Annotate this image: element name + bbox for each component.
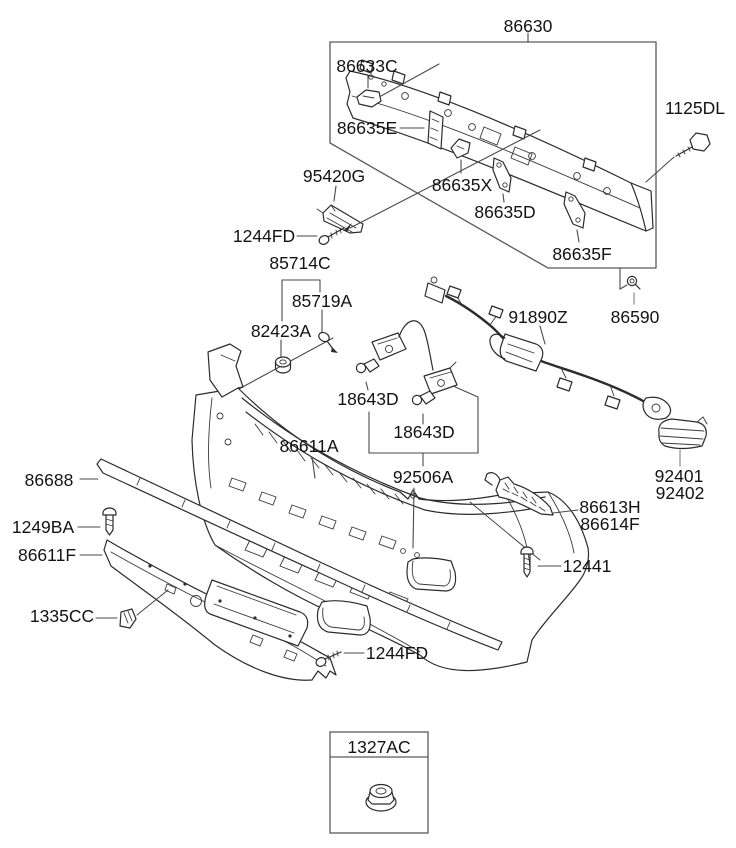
part-label-86635D: 86635D <box>474 202 535 222</box>
part-label-86613H: 86613H <box>579 497 640 517</box>
part-label-1125DL: 1125DL <box>665 98 725 118</box>
screw-86590-drawing <box>619 267 641 305</box>
skid-plate-86611F-drawing <box>79 539 337 681</box>
bracket-86633C-drawing <box>356 63 440 108</box>
part-label-1249BA: 1249BA <box>12 517 75 537</box>
part-label-1327AC: 1327AC <box>347 737 410 757</box>
part-label-92506A: 92506A <box>393 467 454 487</box>
part-label-1244FD-upper: 1244FD <box>233 226 295 246</box>
callout-92506A-group <box>368 385 479 549</box>
part-label-1244FD-lower: 1244FD <box>366 643 428 663</box>
screw-12441-drawing <box>520 546 562 578</box>
part-label-86614F: 86614F <box>580 514 639 534</box>
bumper-facia-86611A-drawing <box>191 343 590 672</box>
part-label-92401: 92401 <box>655 466 704 486</box>
bolt-85719A-drawing <box>318 331 338 353</box>
part-label-86633C: 86633C <box>336 56 397 76</box>
screw-1244FD-upper-drawing <box>296 223 352 245</box>
part-label-86611A: 86611A <box>279 436 338 456</box>
wiring-harness-91890Z-drawing <box>424 276 672 420</box>
bracket-86635E-drawing <box>399 110 444 150</box>
strap-86635F-drawing <box>563 191 586 243</box>
part-label-86688: 86688 <box>25 470 74 490</box>
screw-1244FD-lower-drawing <box>315 650 365 667</box>
part-label-91890Z: 91890Z <box>508 307 568 327</box>
nut-1327AC-drawing <box>365 783 397 812</box>
part-label-86635F: 86635F <box>552 244 611 264</box>
part-label-85714C: 85714C <box>269 253 330 273</box>
part-label-86590: 86590 <box>611 307 660 327</box>
trim-strip-86688-drawing <box>79 458 503 651</box>
clip-1335CC-drawing <box>95 583 177 629</box>
part-label-86635X: 86635X <box>432 175 493 195</box>
part-label-86630: 86630 <box>504 16 553 36</box>
rail-bracket-86613H-drawing <box>484 472 579 516</box>
screw-1249BA-drawing <box>77 507 117 536</box>
part-label-12441: 12441 <box>563 556 612 576</box>
part-label-18643D-second: 18643D <box>393 422 454 442</box>
part-label-85719A: 85719A <box>292 291 353 311</box>
part-label-86611F: 86611F <box>18 545 76 565</box>
part-label-95420G: 95420G <box>303 166 365 186</box>
bulb-18643D-first-drawing <box>355 358 380 391</box>
part-label-1335CC: 1335CC <box>30 606 94 626</box>
strap-86635D-drawing <box>492 157 512 203</box>
part-label-86635E: 86635E <box>337 118 397 138</box>
part-labels: 86630 86633C 86635E 1125DL 86635X 86635D… <box>12 16 725 757</box>
beam-assembly-reference-box <box>329 32 657 269</box>
bumper-beam-drawing <box>345 59 654 232</box>
bolt-1125DL-drawing <box>645 132 711 183</box>
reflector-92401-drawing <box>658 416 708 467</box>
bulb-18643D-second-drawing <box>411 390 436 425</box>
part-label-92402: 92402 <box>656 483 705 503</box>
part-label-18643D-first: 18643D <box>337 389 398 409</box>
part-label-82423A: 82423A <box>251 321 312 341</box>
nut-reference-box <box>329 731 429 834</box>
nut-82423A-drawing <box>274 356 292 374</box>
license-lamp-assembly-92506A-drawing <box>371 320 458 395</box>
